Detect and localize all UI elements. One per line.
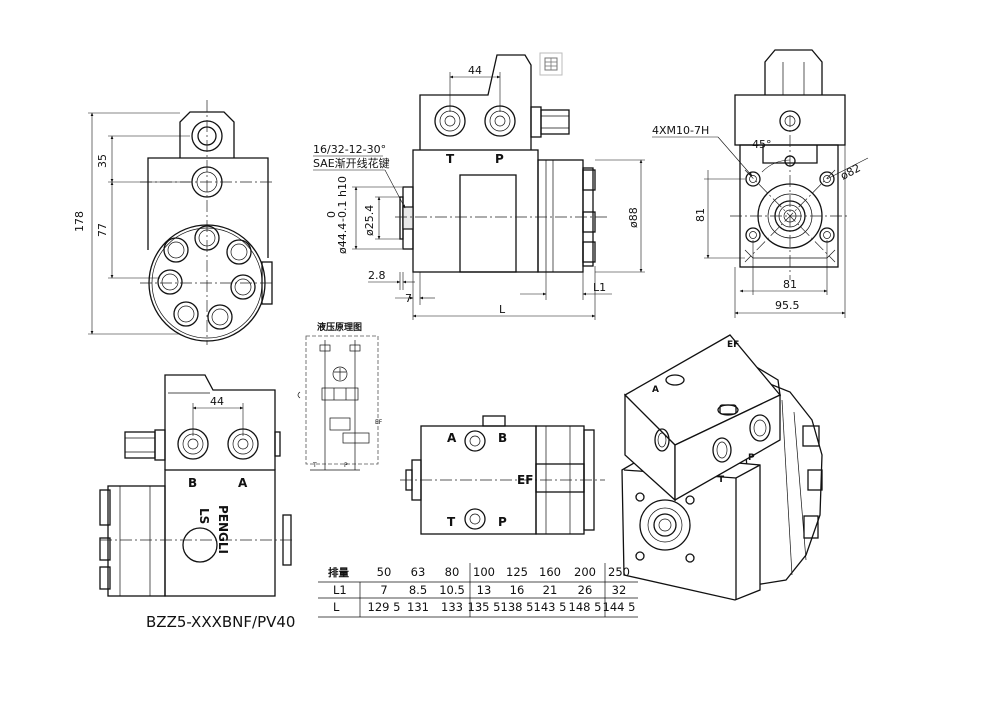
dim-44-4: ø44.4: [336, 223, 349, 254]
table-cell-l1: 13: [477, 583, 492, 597]
hydraulic-schematic: 液压原理图 T P EF: [297, 321, 383, 471]
table-cell-disp: 100: [473, 565, 495, 579]
table-cell-disp: 125: [506, 565, 528, 579]
dim-82: ø82: [838, 161, 862, 182]
iso-port-t: T: [718, 475, 725, 485]
row-label-l: L: [333, 600, 340, 614]
table-icon[interactable]: [539, 52, 563, 76]
dim-7: 7: [405, 292, 412, 305]
dim-44-top: 44: [468, 64, 482, 77]
dim-178: 178: [73, 211, 86, 232]
table-cell-disp: 63: [411, 565, 426, 579]
table-cell-l1: 16: [510, 583, 525, 597]
port-b-label: B: [188, 476, 197, 490]
svg-text:EF: EF: [375, 419, 383, 426]
dim-h10-c: h10: [336, 176, 349, 197]
port-p2-label: P: [498, 515, 507, 529]
table-cell-l: 143 5: [534, 600, 567, 614]
table-cell-l: 144 5: [603, 600, 636, 614]
dim-2-8: 2.8: [368, 269, 386, 282]
row-label-disp: 排量: [328, 566, 349, 579]
table-cell-disp: 200: [574, 565, 596, 579]
table-cell-l: 135 5: [468, 600, 501, 614]
table-cell-l: 131: [407, 600, 429, 614]
iso-port-ef: EF: [727, 340, 739, 350]
displacement-table: 排量 L1 L 50 7 129 5 63 8.5 131 80 10.5 133 100 13 13…: [318, 563, 638, 618]
dim-l1: L1: [593, 281, 606, 294]
table-cell-l1: 32: [612, 583, 627, 597]
row-label-l1: L1: [333, 583, 347, 597]
table-cell-disp: 50: [377, 565, 392, 579]
dim-81-h: 81: [783, 278, 797, 291]
port-a-label: A: [238, 476, 248, 490]
dim-95-5: 95.5: [775, 299, 800, 312]
dim-bolt: 4XM10-7H: [652, 124, 709, 137]
iso-port-a: A: [652, 385, 659, 395]
front-view: 178 35 77: [73, 100, 275, 345]
bottom-left-view: 44 B A PENGLI LS BZZ5-XXXBNF/PV40: [99, 374, 295, 631]
bottom-center-view: A B EF T P: [400, 415, 605, 535]
iso-port-p: P: [748, 453, 755, 463]
table-cell-l: 138 5: [501, 600, 534, 614]
dim-88: ø88: [627, 207, 640, 228]
svg-text:P: P: [344, 462, 348, 469]
dim-sae: SAE渐开线花键: [313, 156, 390, 170]
schematic-title: 液压原理图: [317, 321, 362, 333]
port-a2-label: A: [447, 431, 457, 445]
isometric-view: A EF T P: [621, 334, 823, 601]
dim-77: 77: [96, 223, 109, 237]
dim-h10-a: 0: [325, 211, 338, 218]
table-cell-l: 129 5: [368, 600, 401, 614]
end-view: 4XM10-7H 45° ø82 81 81 95.5: [652, 49, 869, 318]
dim-thread: 16/32-12-30°: [313, 143, 386, 156]
dim-25-4: ø25.4: [363, 205, 376, 236]
table-cell-l1: 8.5: [409, 583, 427, 597]
table-cell-l: 148 5: [569, 600, 602, 614]
port-t-label: T: [446, 152, 455, 166]
table-cell-disp: 160: [539, 565, 561, 579]
port-ls-label: LS: [197, 508, 211, 524]
table-cell-l1: 10.5: [439, 583, 465, 597]
dim-l: L: [499, 303, 506, 316]
table-cell-disp: 80: [445, 565, 460, 579]
dim-45: 45°: [752, 138, 772, 151]
port-t2-label: T: [447, 515, 456, 529]
table-cell-disp: 250: [608, 565, 630, 579]
dim-h10-b: -0.1: [336, 201, 349, 222]
port-b2-label: B: [498, 431, 507, 445]
model-label: BZZ5-XXXBNF/PV40: [146, 613, 295, 631]
table-cell-l1: 21: [543, 583, 558, 597]
brand-label: PENGLI: [216, 505, 230, 554]
table-cell-l1: 26: [578, 583, 593, 597]
table-cell-l1: 7: [380, 583, 387, 597]
dim-35: 35: [96, 154, 109, 168]
port-ef-label: EF: [517, 473, 533, 487]
dim-44-bottom: 44: [210, 395, 224, 408]
side-view: T P 16/32-12-30° SAE渐开线花键 44 0 -0.1 h: [313, 54, 645, 320]
dim-81-v: 81: [694, 208, 707, 222]
port-p-label: P: [495, 152, 504, 166]
svg-text:T: T: [312, 462, 317, 469]
table-cell-l: 133: [441, 600, 463, 614]
